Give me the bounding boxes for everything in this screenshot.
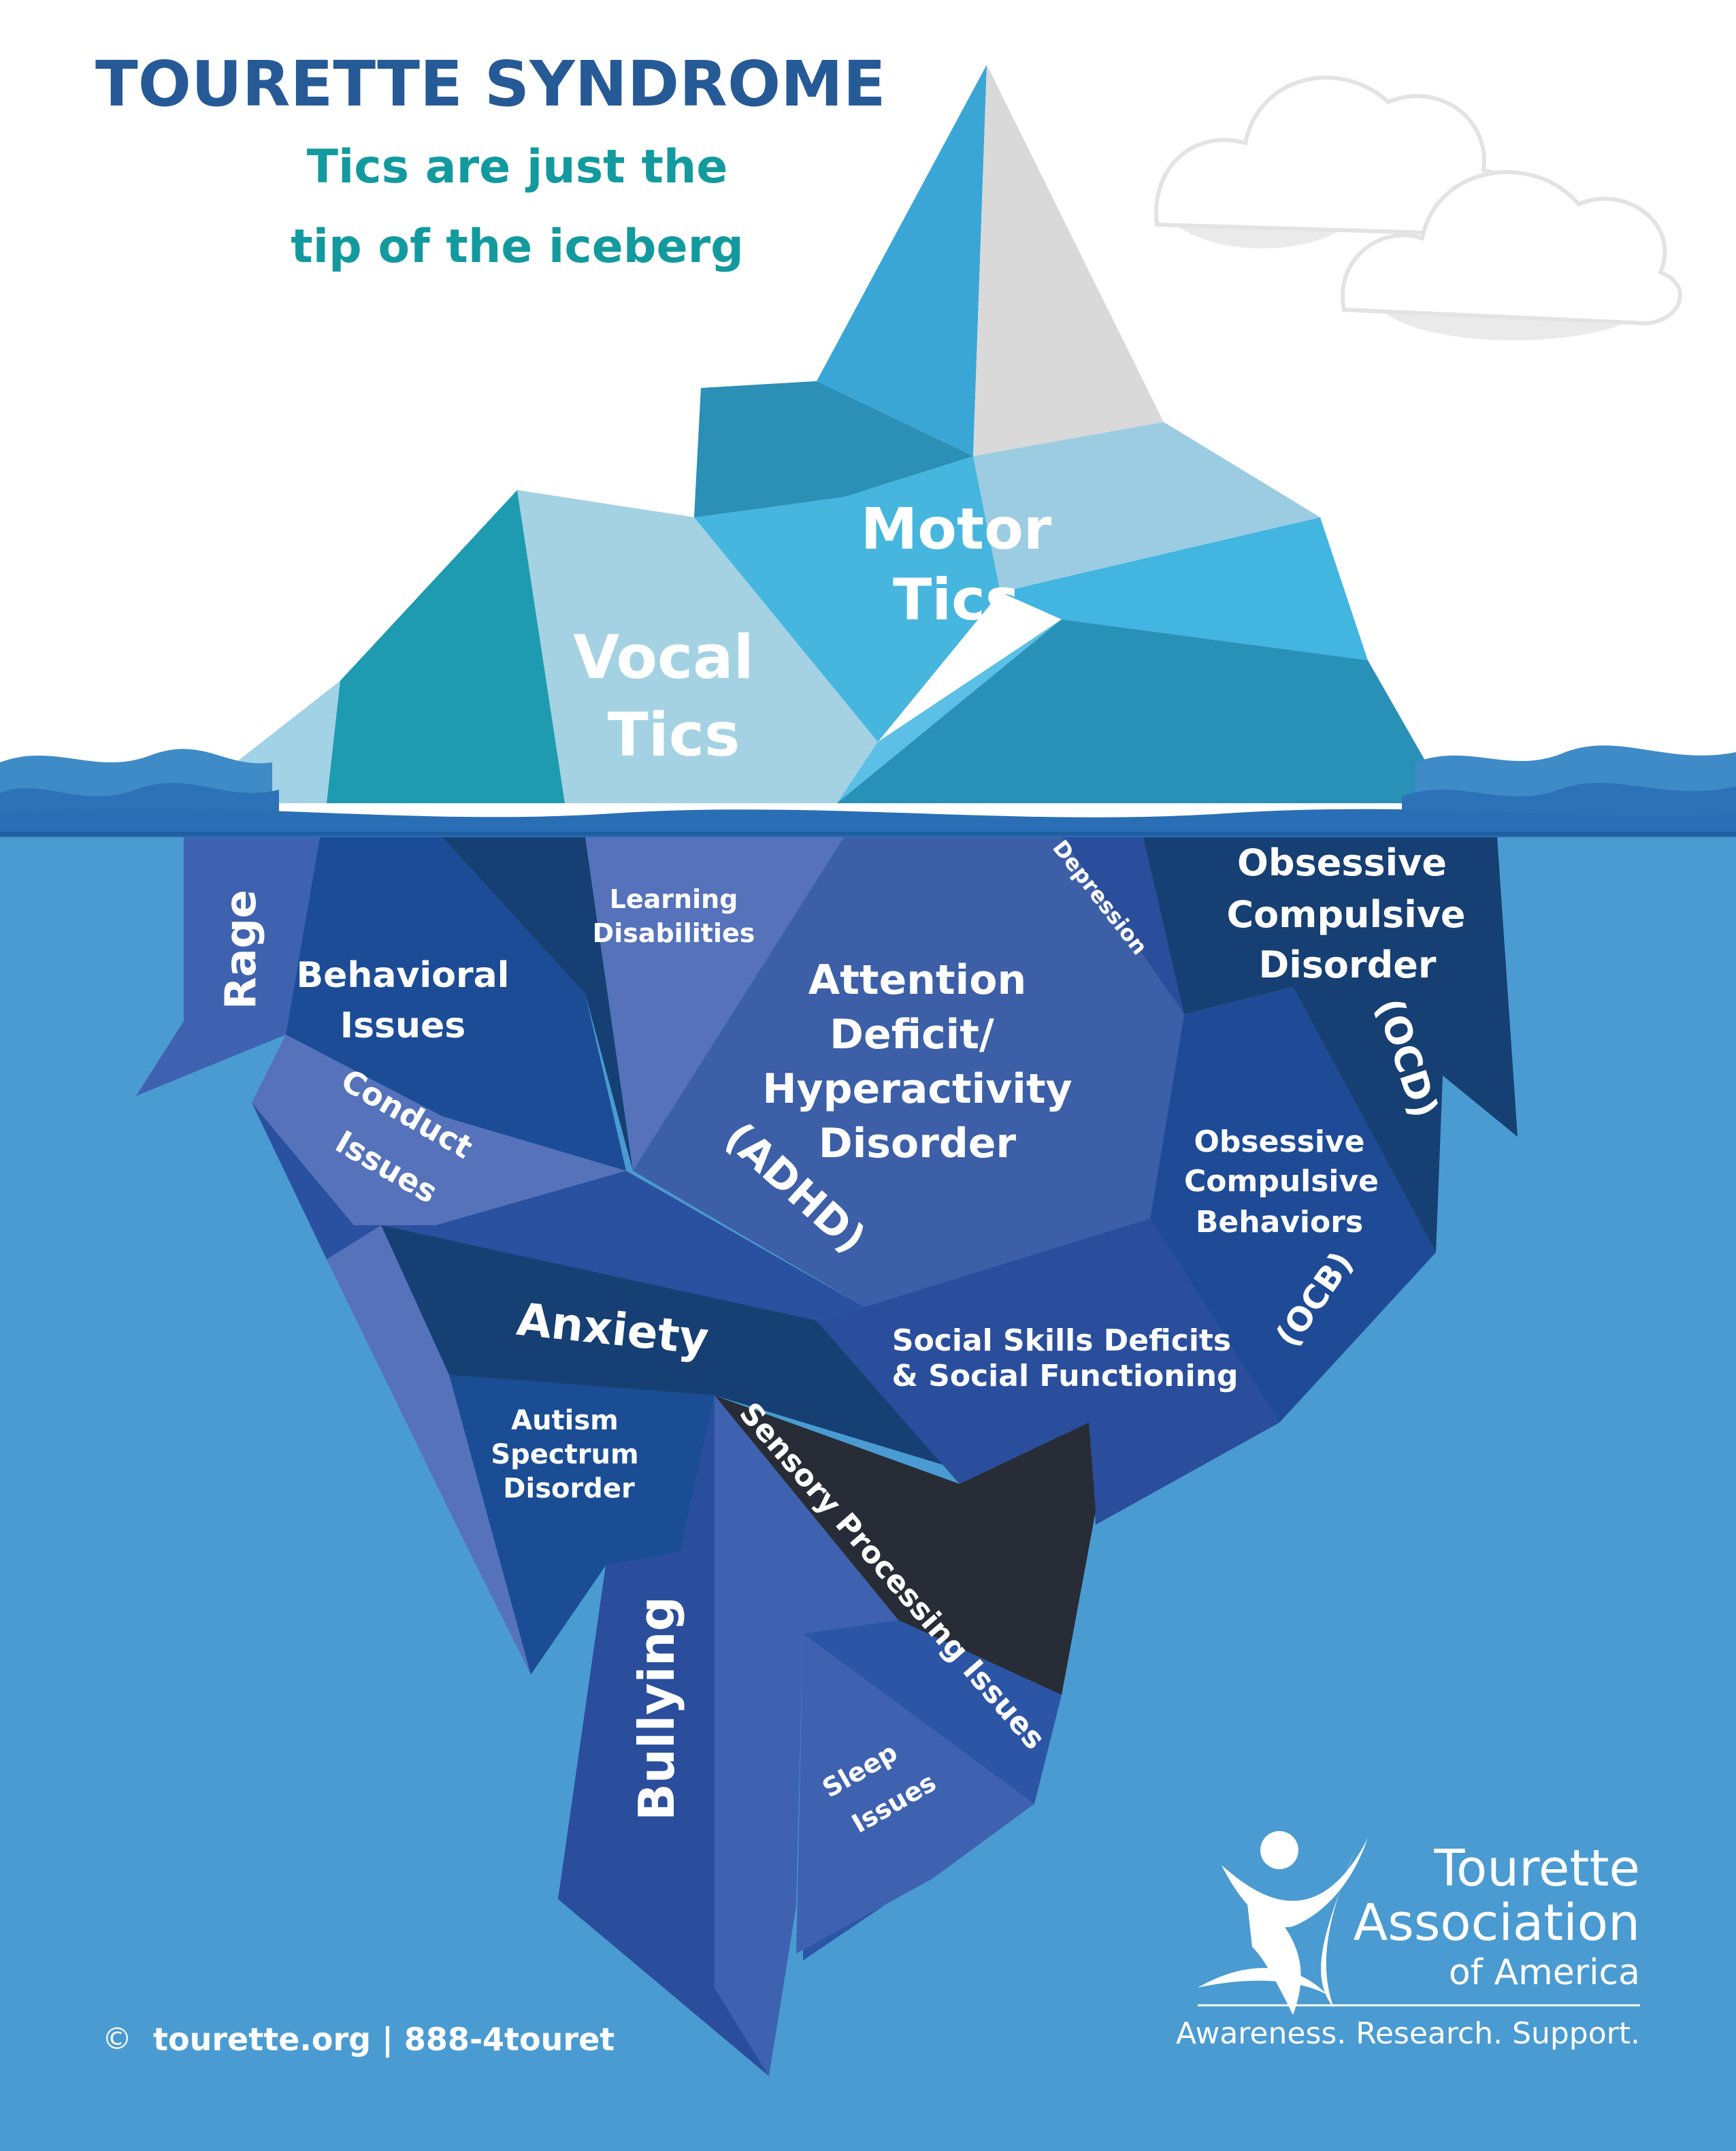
logo-name-line3: of America: [1449, 1952, 1640, 1993]
bullying-label: Bullying: [628, 1596, 685, 1821]
iceberg-underwater: [136, 837, 1518, 2076]
autism-label-line2: Spectrum: [491, 1439, 638, 1470]
motor-tics-label-line2: Tics: [893, 566, 1019, 633]
behavioral-issues-label-line1: Behavioral: [296, 955, 509, 996]
learning-disabilities-label-line2: Disabilities: [593, 918, 755, 948]
footer-contact: tourette.org | 888-4touret: [153, 2021, 615, 2058]
copyright-symbol: ©: [102, 2022, 132, 2056]
logo-name-line2: Association: [1354, 1894, 1640, 1952]
cloud-icon: [1154, 76, 1522, 248]
ocb-label-line2: Compulsive: [1184, 1164, 1379, 1199]
ocb-label-line1: Obsessive: [1194, 1125, 1365, 1159]
adhd-label-line2: Deficit/: [830, 1011, 994, 1058]
cloud-icon: [1341, 169, 1682, 340]
vocal-tics-label-line2: Tics: [608, 700, 740, 770]
autism-label-line3: Disorder: [503, 1473, 635, 1504]
ocd-label-line2: Compulsive: [1226, 893, 1465, 936]
social-skills-label-line2: & Social Functioning: [891, 1359, 1238, 1393]
page-subtitle-line2: tip of the iceberg: [291, 220, 744, 274]
rage-label: Rage: [216, 890, 265, 1009]
tourette-association-logo-icon: [1198, 1831, 1368, 2015]
motor-tics-label-line1: Motor: [861, 496, 1052, 562]
adhd-label-line3: Hyperactivity: [762, 1065, 1072, 1113]
social-skills-label-line1: Social Skills Deficits: [892, 1323, 1231, 1358]
adhd-label-line1: Attention: [808, 956, 1026, 1004]
behavioral-issues-label-line2: Issues: [340, 1005, 466, 1046]
logo-tagline: Awareness. Research. Support.: [1176, 2016, 1640, 2051]
ocd-label-line1: Obsessive: [1237, 841, 1447, 884]
ocb-label-line3: Behaviors: [1196, 1205, 1363, 1240]
logo-name-line1: Tourette: [1433, 1839, 1640, 1898]
vocal-tics-label-line1: Vocal: [573, 622, 753, 692]
iceberg-tip: [184, 65, 1450, 803]
adhd-label-line4: Disorder: [819, 1120, 1017, 1167]
waves: [0, 745, 1736, 837]
learning-disabilities-label-line1: Learning: [610, 884, 738, 914]
page-title: TOURETTE SYNDROME: [95, 48, 886, 120]
ocd-label-line3: Disorder: [1258, 943, 1436, 986]
autism-label-line1: Autism: [511, 1405, 619, 1436]
page-subtitle-line1: Tics are just the: [307, 140, 728, 194]
